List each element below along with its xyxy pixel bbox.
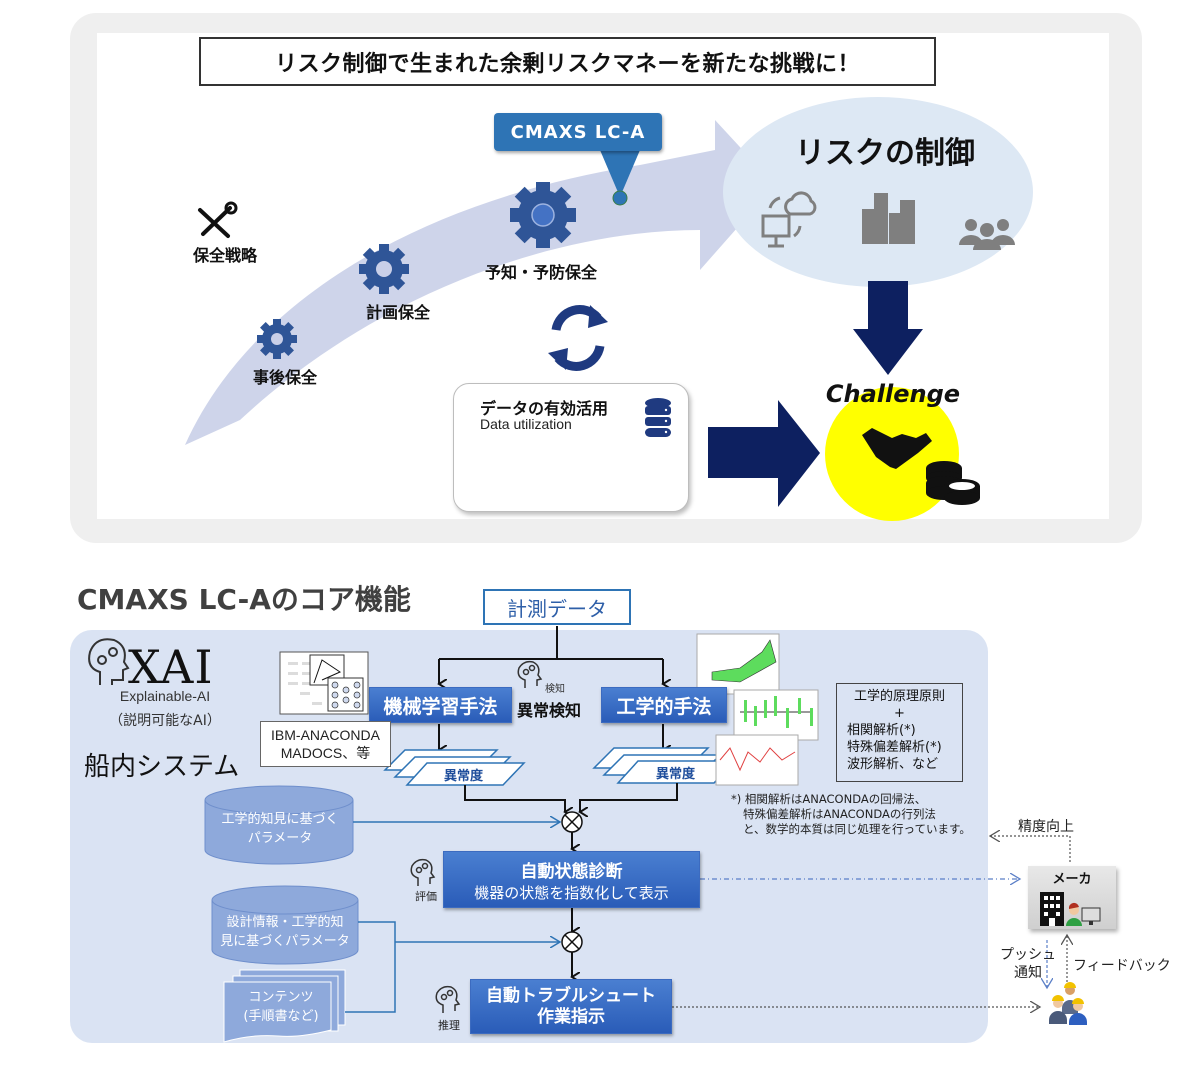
measurement-data-box: 計測データ bbox=[483, 589, 631, 625]
multiply-node-2 bbox=[561, 931, 583, 953]
product-callout: CMAXS LC-A bbox=[494, 113, 662, 151]
right-arrow bbox=[708, 400, 820, 507]
auto-troubleshoot-box: 自動トラブルシュート 作業指示 bbox=[470, 979, 672, 1034]
design-params-database bbox=[211, 885, 359, 965]
detect-small-label: 検知 bbox=[545, 684, 565, 695]
contents-docs-label: コンテンツ (手順書など) bbox=[226, 988, 336, 1026]
data-utilization-subtitle: Data utilization bbox=[480, 416, 572, 432]
strategy-label: 保全戦略 bbox=[193, 246, 258, 265]
anomaly-score-stack-left bbox=[383, 749, 526, 786]
coins-icon bbox=[926, 461, 980, 505]
gear-icon-medium bbox=[359, 244, 409, 294]
anomaly-score-right-label: 異常度 bbox=[656, 767, 696, 782]
xai-subtitle-en: Explainable-AI bbox=[119, 688, 211, 704]
maintenance-evolution-arrow bbox=[185, 120, 775, 445]
principle-line: 特殊偏差解析(*) bbox=[847, 740, 942, 755]
auto-troubleshoot-line1: 自動トラブルシュート bbox=[486, 985, 656, 1006]
building-icon bbox=[1040, 892, 1064, 926]
reason-head-icon bbox=[435, 985, 461, 1013]
data-utilization-title: データの有効活用 bbox=[480, 399, 609, 418]
auto-diagnosis-box: 自動状態診断 機器の状態を指数化して表示 bbox=[443, 851, 700, 908]
cloud-computer-sync-icon bbox=[761, 191, 817, 248]
top-graphics bbox=[185, 97, 1033, 521]
gear-icon-large bbox=[510, 182, 576, 248]
principle-line: 工学的原理原則 bbox=[853, 689, 945, 704]
stage-label-predictive: 予知・予防保全 bbox=[485, 263, 598, 282]
gear-icon-small bbox=[257, 319, 297, 359]
push-label-line: プッシュ bbox=[1000, 947, 1056, 963]
tools-icon bbox=[198, 201, 238, 238]
feedback-label: フィードバック bbox=[1073, 958, 1171, 974]
onboard-system-label: 船内システム bbox=[84, 752, 240, 782]
handshake-icon bbox=[862, 428, 932, 469]
auto-troubleshoot-line2: 作業指示 bbox=[537, 1006, 605, 1027]
doc-label-line: (手順書など) bbox=[243, 1009, 319, 1024]
auto-diagnosis-subtitle: 機器の状態を指数化して表示 bbox=[474, 883, 669, 902]
footnote-line: と、数学的本質は同じ処理を行っています。 bbox=[743, 822, 971, 836]
ml-tools-box: IBM-ANACONDA MADOCS、等 bbox=[260, 721, 391, 767]
footnote-line: *) 相関解析はANACONDAの回帰法、 bbox=[731, 792, 927, 806]
anomaly-detection-label: 異常検知 bbox=[517, 701, 582, 720]
xai-title: XAI bbox=[128, 640, 214, 694]
risk-control-ellipse bbox=[723, 97, 1033, 287]
stage-label-corrective: 事後保全 bbox=[253, 368, 318, 387]
down-arrow bbox=[853, 281, 923, 375]
ml-tool-line: IBM-ANACONDA bbox=[271, 727, 380, 743]
db-label-line: 見に基づくパラメータ bbox=[220, 934, 350, 949]
engineering-charts-thumbnail bbox=[696, 633, 819, 786]
ml-method-box: 機械学習手法 bbox=[369, 687, 512, 723]
maker-icons bbox=[1040, 892, 1101, 926]
reasoning-label: 推理 bbox=[438, 1019, 460, 1032]
stage-label-planned: 計画保全 bbox=[366, 303, 431, 322]
headline-banner: リスク制御で生まれた余剰リスクマネーを新たな挑戦に！ bbox=[199, 37, 936, 86]
auto-diagnosis-title: 自動状態診断 bbox=[520, 861, 623, 882]
buildings-icon bbox=[862, 193, 915, 244]
ai-head-icon bbox=[88, 638, 130, 685]
callout-pointer bbox=[600, 150, 640, 197]
contents-documents-stack bbox=[223, 969, 346, 1043]
workers-with-helmets-icon bbox=[1049, 982, 1087, 1025]
database-icon-overlay bbox=[645, 398, 671, 437]
design-params-label: 設計情報・工学的知 見に基づくパラメータ bbox=[212, 913, 358, 951]
footnote-line: 特殊偏差解析はANACONDAの行列法 bbox=[743, 807, 936, 821]
operator-at-monitor-icon bbox=[1066, 902, 1101, 926]
principle-line: 相関解析(*) bbox=[847, 723, 916, 738]
risk-control-title: リスクの制御 bbox=[795, 136, 975, 171]
evaluate-head-icon bbox=[410, 858, 436, 886]
db-label-line: 設計情報・工学的知 bbox=[226, 915, 344, 930]
push-notify-label: プッシュ 通知 bbox=[1000, 946, 1056, 982]
ml-tool-line: MADOCS、等 bbox=[280, 745, 371, 761]
engineering-params-label: 工学的知見に基づく パラメータ bbox=[207, 810, 353, 848]
challenge-label: Challenge bbox=[825, 380, 961, 408]
analysis-footnote: *) 相関解析はANACONDAの回帰法、 特殊偏差解析はANACONDAの行列… bbox=[731, 792, 971, 837]
push-label-line: 通知 bbox=[1014, 965, 1042, 981]
accuracy-improve-label: 精度向上 bbox=[1018, 819, 1074, 835]
core-functions-title: CMAXS LC-Aのコア機能 bbox=[77, 583, 411, 616]
ml-network-thumbnail bbox=[279, 651, 369, 715]
engineering-params-database bbox=[204, 785, 354, 865]
anomaly-merge-connector bbox=[464, 783, 678, 977]
evaluate-label: 評価 bbox=[415, 890, 437, 903]
multiply-node-1 bbox=[561, 811, 583, 833]
db2-connector bbox=[345, 921, 560, 1013]
callout-pin bbox=[612, 190, 628, 206]
xai-subtitle-ja: （説明可能なAI） bbox=[109, 713, 221, 729]
detect-head-icon bbox=[517, 660, 543, 688]
doc-label-line: コンテンツ bbox=[248, 990, 314, 1005]
measurement-split-connector bbox=[439, 626, 663, 750]
db-label-line: 工学的知見に基づく bbox=[221, 812, 339, 827]
accuracy-feedback-line bbox=[990, 836, 1071, 862]
core-flow-graphics bbox=[88, 626, 1087, 1043]
anomaly-score-left-label: 異常度 bbox=[444, 769, 484, 784]
principle-line: 波形解析、など bbox=[847, 757, 939, 772]
principle-line: + bbox=[894, 706, 905, 721]
people-group-icon bbox=[959, 219, 1015, 250]
engineering-principles-box: 工学的原理原則 + 相関解析(*) 特殊偏差解析(*) 波形解析、など bbox=[836, 683, 963, 782]
anomaly-score-stack-right bbox=[592, 747, 736, 784]
maker-label: メーカ bbox=[1052, 872, 1092, 887]
engineering-method-box: 工学的手法 bbox=[601, 687, 727, 723]
db-label-line: パラメータ bbox=[247, 831, 313, 846]
